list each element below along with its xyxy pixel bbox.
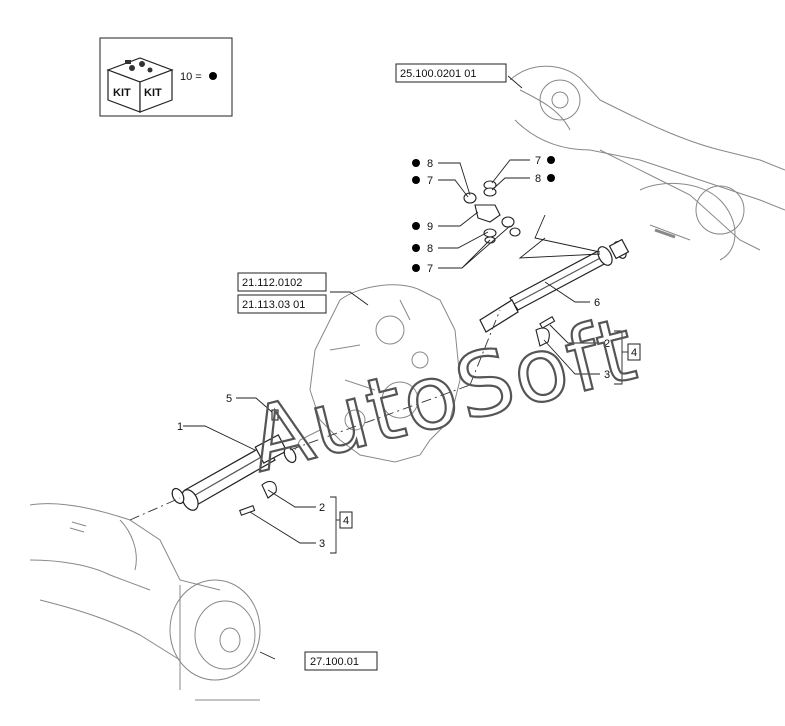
kit-bullet-icon: [547, 174, 555, 182]
callout-5: 5: [226, 393, 232, 405]
kit-bullet-icon: [412, 176, 420, 184]
kit-legend: KIT KIT 10 =: [99, 37, 233, 117]
front-drive-shaft: [479, 238, 630, 333]
callout-7: 7: [427, 263, 433, 275]
callout-3: 3: [319, 538, 325, 550]
callout-1: 1: [177, 421, 183, 433]
ref-gearbox-b[interactable]: 21.113.03 01: [237, 294, 327, 314]
kit-bullet-icon: [547, 156, 555, 164]
ref-front-axle[interactable]: 25.100.0201 01: [395, 63, 507, 83]
callout-9: 9: [427, 221, 433, 233]
rear-drive-shaft: [171, 434, 297, 511]
front-axle-drawing: [509, 65, 785, 261]
callouts: 8 7 7 8 9 8 7 6 2 3 4 5 1 2 3 4: [177, 155, 641, 550]
ref-rear-axle-label: 27.100.01: [310, 656, 359, 668]
callout-4: 4: [343, 515, 349, 527]
callout-8: 8: [427, 243, 433, 255]
ref-gearbox-a[interactable]: 21.112.0102: [237, 272, 327, 292]
kit-bullet-icon: [209, 72, 217, 80]
group-brackets: [330, 330, 628, 554]
ref-front-axle-label: 25.100.0201 01: [400, 68, 476, 80]
kit-bullet-icon: [412, 159, 420, 167]
callout-6: 6: [594, 297, 600, 309]
ref-gearbox-b-label: 21.113.03 01: [242, 299, 305, 311]
ref-gearbox-a-label: 21.112.0102: [242, 277, 302, 289]
rear-axle-drawing: [29, 503, 261, 701]
gearbox-drawing: [294, 284, 461, 463]
shaft-centerlines: [129, 309, 501, 521]
kit-legend-label: 10 =: [180, 71, 202, 83]
callout-2: 2: [604, 338, 610, 350]
kit-bullet-icon: [412, 244, 420, 252]
kit-bullet-icon: [412, 264, 420, 272]
callout-3: 3: [604, 369, 610, 381]
kit-label-right: KIT: [144, 87, 162, 99]
callout-2: 2: [319, 502, 325, 514]
callout-8: 8: [427, 158, 433, 170]
callout-8: 8: [535, 173, 541, 185]
universal-joint-parts: [463, 180, 521, 244]
ref-rear-axle[interactable]: 27.100.01: [304, 651, 378, 671]
callout-4: 4: [631, 347, 637, 359]
callout-7: 7: [535, 155, 541, 167]
kit-label-left: KIT: [113, 87, 131, 99]
kit-box-icon: KIT KIT: [106, 57, 174, 113]
leader-lines: [183, 75, 601, 660]
kit-bullet-icon: [412, 222, 420, 230]
callout-7: 7: [427, 175, 433, 187]
watermark: AutoSoft: [239, 297, 646, 492]
